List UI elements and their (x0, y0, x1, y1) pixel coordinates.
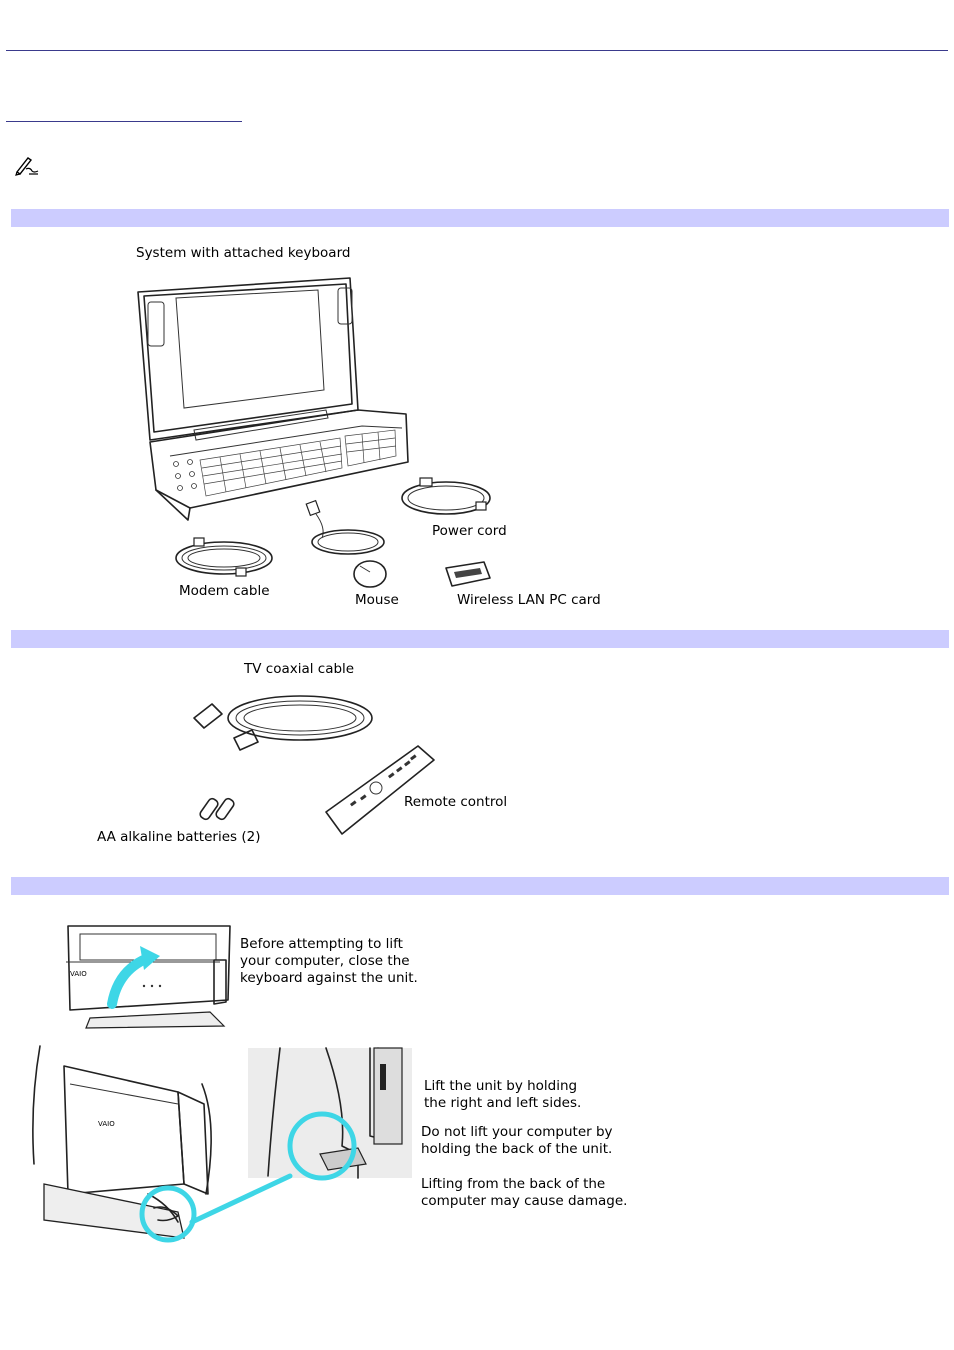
header-link-underline[interactable] (6, 121, 242, 122)
mouse-illustration (300, 500, 400, 592)
instruction-do-not-lift-line1: Do not lift your computer by (421, 1124, 613, 1141)
top-divider (6, 50, 948, 51)
label-power-cord: Power cord (432, 523, 507, 540)
section-header-band (11, 877, 949, 895)
callout-connector (186, 1170, 296, 1230)
label-wireless-card: Wireless LAN PC card (457, 592, 601, 609)
svg-text:VAIO: VAIO (98, 1120, 115, 1128)
label-system: System with attached keyboard (136, 245, 350, 262)
instruction-lift-sides-line2: the right and left sides. (424, 1095, 581, 1112)
instruction-close-keyboard-line2: your computer, close the (240, 953, 410, 970)
instruction-lift-sides-line1: Lift the unit by holding (424, 1078, 577, 1095)
label-tv-cable: TV coaxial cable (244, 661, 354, 678)
modem-cable-illustration (172, 536, 282, 582)
instruction-damage-line2: computer may cause damage. (421, 1193, 627, 1210)
section-header-band (11, 209, 949, 227)
power-cord-illustration (398, 476, 498, 526)
system-illustration (130, 270, 420, 530)
section-header-band (11, 630, 949, 648)
label-mouse: Mouse (355, 592, 399, 609)
pc-card-illustration (444, 560, 494, 590)
instruction-close-keyboard-line3: keyboard against the unit. (240, 970, 418, 987)
batteries-illustration (200, 790, 244, 826)
remote-control-illustration (322, 742, 442, 838)
side-view-illustration (246, 1046, 416, 1180)
label-modem-cable: Modem cable (179, 583, 270, 600)
label-remote: Remote control (404, 794, 507, 811)
close-keyboard-illustration: VAIO (60, 920, 236, 1028)
instruction-do-not-lift-line2: holding the back of the unit. (421, 1141, 612, 1158)
svg-text:VAIO: VAIO (70, 970, 87, 978)
instruction-damage-line1: Lifting from the back of the (421, 1176, 605, 1193)
label-batteries: AA alkaline batteries (2) (97, 829, 260, 846)
note-pen-icon (14, 154, 40, 176)
instruction-close-keyboard-line1: Before attempting to lift (240, 936, 403, 953)
